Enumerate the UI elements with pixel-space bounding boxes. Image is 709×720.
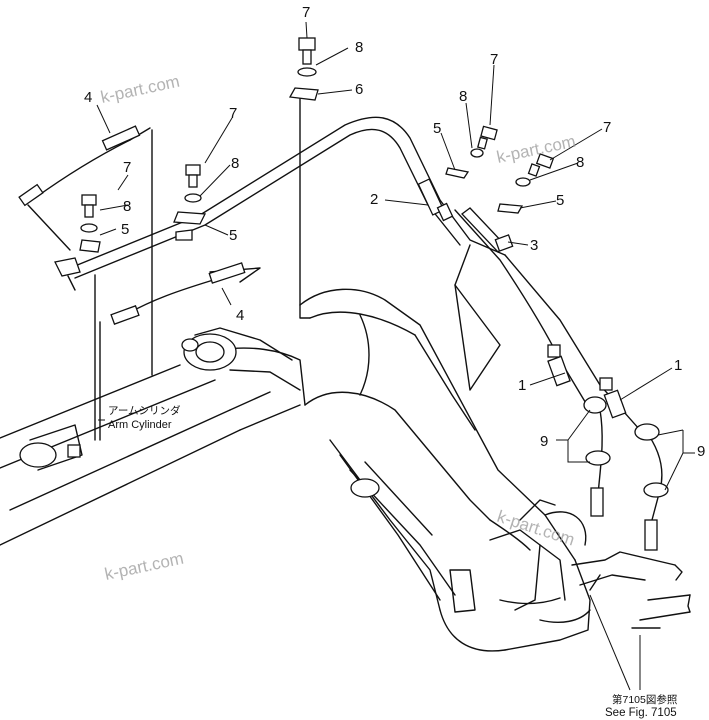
- callout-leaders: [96, 21, 695, 491]
- callout-1-right: 1: [674, 357, 682, 374]
- washer-8-left: [80, 223, 98, 233]
- hose-routing: [27, 97, 663, 691]
- callout-7-right1: 7: [490, 51, 498, 68]
- watermark-top-left: k-part.com: [99, 72, 181, 107]
- text-labels: アームシリンダ Arm Cylinder 第7105図参照 See Fig. 7…: [98, 404, 678, 719]
- callout-6: 6: [355, 81, 363, 98]
- watermark-bottom-left: k-part.com: [103, 549, 185, 584]
- hose-fitting-1-right: [599, 377, 627, 419]
- callout-5-right2: 5: [556, 192, 564, 209]
- elbow-fitting-left: [54, 257, 81, 291]
- callout-9-right: 9: [697, 443, 705, 460]
- callout-8-right2: 8: [576, 154, 584, 171]
- washer-8-right2: [515, 177, 531, 187]
- callout-4-upper: 4: [84, 89, 92, 106]
- callout-8-top: 8: [355, 39, 363, 56]
- lower-linkage: [349, 461, 691, 629]
- callout-7-right2: 7: [603, 119, 611, 136]
- bolt-7-right2: [527, 153, 555, 177]
- clip-9-left: [583, 396, 611, 466]
- watermark-mid-right: k-part.com: [495, 507, 577, 550]
- bolt-7-mid: [185, 164, 201, 188]
- arm-cylinder: [0, 364, 301, 546]
- clamp-5-left: [79, 239, 101, 253]
- callout-4-lower: 4: [236, 307, 244, 324]
- arm-cylinder-label-en: Arm Cylinder: [108, 419, 172, 431]
- watermarks: k-part.com k-part.com k-part.com k-part.…: [99, 72, 577, 584]
- callout-numbers: 4 4 7 8 5 7 8 5 7 8 6 7 8 5 7 8 5 2 3 1 …: [84, 4, 705, 460]
- hose-fitting-2: [417, 178, 454, 222]
- clamp-5-right2: [497, 203, 524, 214]
- bolt-7-left: [81, 194, 97, 218]
- washer-8-mid: [184, 193, 202, 203]
- bolt-7-right1: [477, 125, 498, 150]
- clip-9-right: [634, 423, 669, 498]
- callout-1-left: 1: [518, 377, 526, 394]
- clamp-5-mid: [173, 211, 207, 241]
- lower-fitting-left: [590, 487, 604, 517]
- boom-pin: [181, 327, 301, 391]
- callout-5-mid: 5: [229, 227, 237, 244]
- hose-fitting-4-lower: [110, 262, 246, 325]
- washer-8-top: [297, 67, 317, 77]
- callout-7-top: 7: [302, 4, 310, 21]
- callout-7-mid: 7: [229, 105, 237, 122]
- see-fig-label-jp: 第7105図参照: [612, 693, 678, 706]
- callout-8-right1: 8: [459, 88, 467, 105]
- clamp-6: [288, 87, 319, 101]
- callout-5-right1: 5: [433, 120, 441, 137]
- clamp-5-right1: [445, 167, 470, 179]
- callout-8-left: 8: [123, 198, 131, 215]
- callout-7-left: 7: [123, 159, 131, 176]
- tube-3: [461, 207, 514, 253]
- bolt-7-top: [298, 37, 316, 65]
- see-fig-label-en: See Fig. 7105: [605, 707, 677, 719]
- washer-8-right1: [470, 148, 484, 158]
- watermark-top-right: k-part.com: [495, 132, 577, 167]
- hose-fitting-1-left: [547, 344, 571, 387]
- lower-fitting-right: [644, 519, 658, 551]
- callout-3: 3: [530, 237, 538, 254]
- callout-2: 2: [370, 191, 378, 208]
- boom-outline: [219, 288, 591, 652]
- callout-9-left: 9: [540, 433, 548, 450]
- arm-cylinder-label-jp: アームシリンダ: [108, 404, 181, 417]
- callout-5-left: 5: [121, 221, 129, 238]
- hose-fitting-4-upper: [18, 125, 141, 207]
- callout-8-mid: 8: [231, 155, 239, 172]
